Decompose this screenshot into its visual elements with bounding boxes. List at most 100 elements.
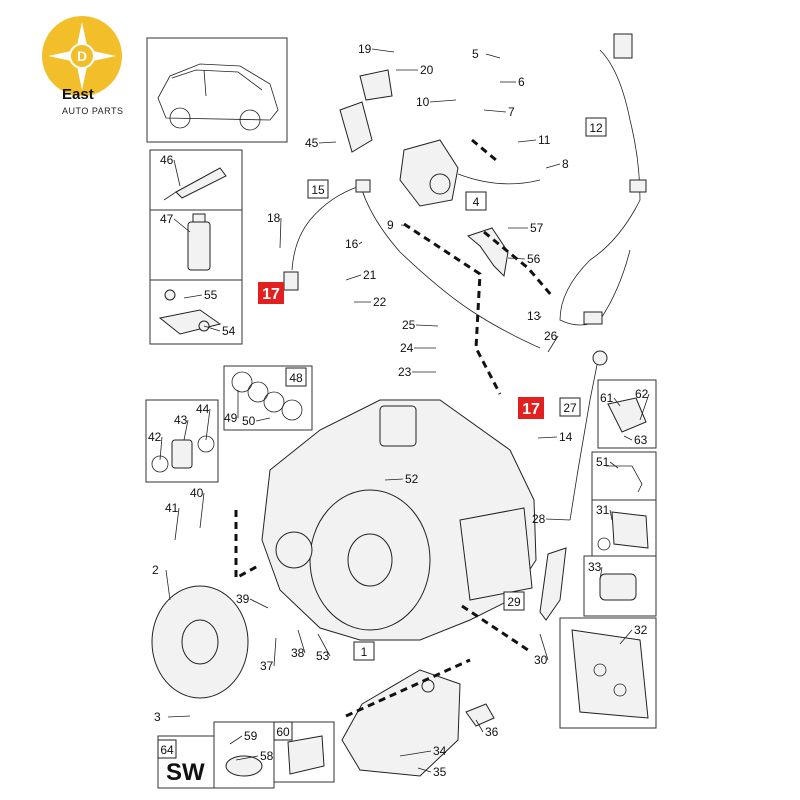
leader-line-53 <box>317 633 331 657</box>
oil-pan <box>341 669 461 777</box>
callout-54: 54 <box>222 324 236 338</box>
leader-line-10 <box>429 99 457 103</box>
leader-line-61 <box>613 397 621 407</box>
leader-line-38 <box>297 629 306 654</box>
leader-line-16 <box>358 241 363 245</box>
callout-49: 49 <box>224 411 238 425</box>
boxed-label-frame-15 <box>307 179 329 199</box>
callout-55: 55 <box>204 288 218 302</box>
leader-line-30 <box>539 633 549 661</box>
sensor-15-cable <box>291 185 361 271</box>
leader-line-34 <box>399 750 432 757</box>
leader-line-62 <box>639 393 650 421</box>
highlight-frame-0 <box>258 282 284 304</box>
leader-line-26 <box>547 335 559 353</box>
callout-19: 19 <box>358 42 372 56</box>
callout-51: 51 <box>596 455 610 469</box>
callout-57: 57 <box>530 221 544 235</box>
leader-line-40 <box>199 492 205 529</box>
leader-line-39 <box>249 598 269 609</box>
leader-line-51 <box>609 461 619 469</box>
leader-line-7 <box>483 109 507 113</box>
callout-26: 26 <box>544 329 558 343</box>
callout-38: 38 <box>291 646 305 660</box>
boxed-label-frame-4 <box>465 191 487 211</box>
callout-23: 23 <box>398 365 412 379</box>
callout-33: 33 <box>588 560 602 574</box>
leader-line-5 <box>485 53 501 59</box>
callout-39: 39 <box>236 592 250 606</box>
leader-line-50 <box>255 417 271 422</box>
inset-box-61-63 <box>597 379 657 449</box>
callout-13: 13 <box>527 309 541 323</box>
callout-21: 21 <box>363 268 377 282</box>
leader-line-3 <box>167 715 191 718</box>
boxed-label-1: 1 <box>361 645 368 659</box>
callout-45: 45 <box>305 136 319 150</box>
part-45-module <box>339 69 393 153</box>
callout-58: 58 <box>260 749 274 763</box>
leader-line-25 <box>415 324 439 327</box>
callout-61: 61 <box>600 391 614 405</box>
leader-line-33 <box>599 566 603 581</box>
leader-line-11 <box>517 139 537 143</box>
inset-box-55-54 <box>149 279 243 345</box>
sw-label: SW <box>166 759 205 786</box>
callout-9: 9 <box>387 218 394 232</box>
callout-36: 36 <box>485 725 499 739</box>
callout-11: 11 <box>538 133 551 147</box>
leader-line-2 <box>165 569 171 601</box>
leader-line-42 <box>159 436 163 461</box>
callout-8: 8 <box>562 157 569 171</box>
callout-46: 46 <box>160 153 174 167</box>
leader-line-19 <box>371 48 395 53</box>
callout-14: 14 <box>559 430 573 444</box>
assembly-line-3 <box>234 510 259 581</box>
brand-logo: D <box>42 16 122 96</box>
boxed-label-29: 29 <box>507 595 521 609</box>
inset-box-33 <box>583 555 657 617</box>
callout-7: 7 <box>508 105 515 119</box>
callout-53: 53 <box>316 649 330 663</box>
boxed-label-4: 4 <box>473 195 480 209</box>
callout-59: 59 <box>244 729 258 743</box>
leader-line-37 <box>273 637 277 667</box>
part-4-actuator <box>399 139 541 207</box>
vehicle-thumbnail <box>146 37 288 143</box>
callout-35: 35 <box>433 765 447 779</box>
callout-20: 20 <box>420 63 434 77</box>
brand-name: East <box>62 86 94 103</box>
leader-line-14 <box>537 436 558 439</box>
callout-25: 25 <box>402 318 416 332</box>
leader-line-45 <box>318 141 337 144</box>
part-36-pipe <box>465 703 495 727</box>
leader-line-32 <box>619 629 633 645</box>
leader-line-18 <box>279 217 282 249</box>
callout-16: 16 <box>345 237 359 251</box>
boxed-label-15: 15 <box>311 183 325 197</box>
leader-line-59 <box>229 735 243 745</box>
callout-41: 41 <box>165 501 179 515</box>
callout-37: 37 <box>260 659 274 673</box>
part-56-bracket <box>466 227 509 278</box>
leader-line-31 <box>609 509 613 521</box>
boxed-label-64: 64 <box>160 743 174 757</box>
callout-47: 47 <box>160 212 174 226</box>
callout-28: 28 <box>532 512 546 526</box>
highlight-frame-1 <box>518 397 544 419</box>
wiring-harness-12 <box>559 49 641 326</box>
leader-line-8 <box>545 163 561 169</box>
leader-line-28 <box>545 518 571 521</box>
boxed-label-frame-12 <box>585 117 607 137</box>
boxed-label-frame-48 <box>285 367 307 387</box>
callout-42: 42 <box>148 430 162 444</box>
boxed-label-frame-60 <box>273 721 293 741</box>
callout-22: 22 <box>373 295 387 309</box>
transmission-case <box>261 399 537 641</box>
leader-line-56 <box>507 257 526 260</box>
logo-letter: D <box>77 48 87 64</box>
callout-30: 30 <box>534 653 548 667</box>
boxed-label-48: 48 <box>289 371 303 385</box>
